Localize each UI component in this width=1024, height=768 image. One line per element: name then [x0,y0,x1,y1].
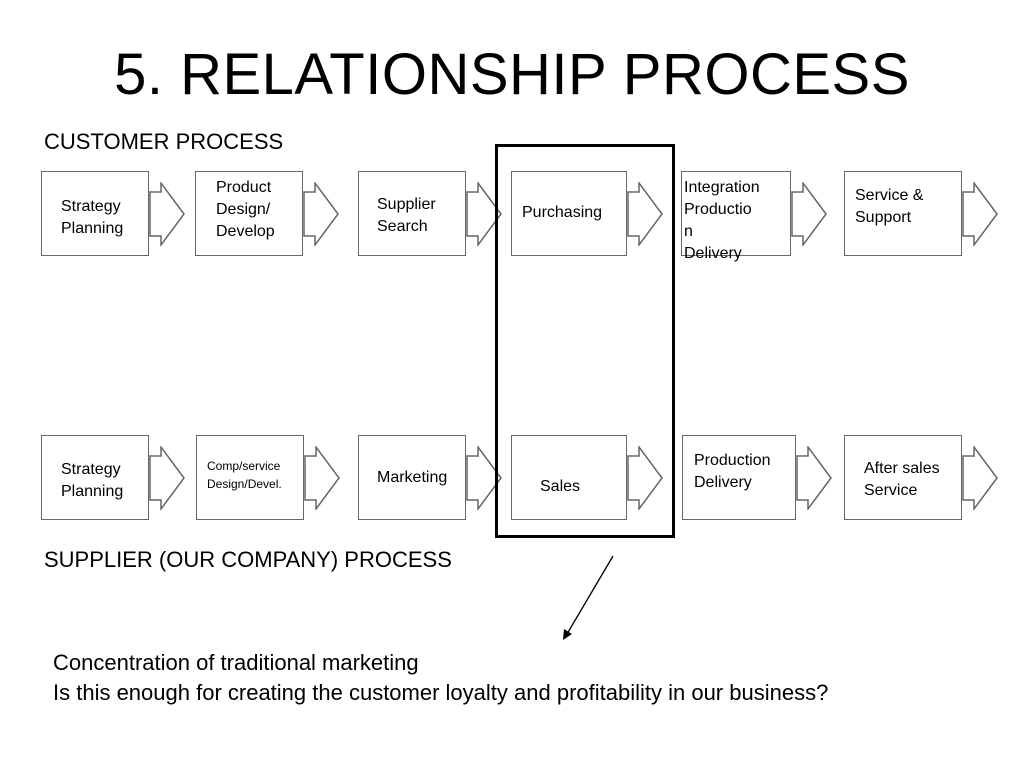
chevron-arrow-icon [149,182,185,246]
chevron-arrow-icon [149,446,185,510]
step-label: Comp/service Design/Devel. [207,459,282,491]
chevron-arrow-icon [791,182,827,246]
chevron-arrow-icon [627,446,663,510]
note-line-2: Is this enough for creating the customer… [53,680,829,705]
chevron-arrow-icon [962,446,998,510]
step-label: Integration Productio n Delivery [684,179,760,262]
step-label: Marketing [377,469,448,486]
step-box [41,435,149,520]
customer-process-label: CUSTOMER PROCESS [44,129,284,154]
step-label: Purchasing [522,204,603,221]
supplier-process-label: SUPPLIER (OUR COMPANY) PROCESS [44,547,452,572]
step-label: After sales Service [864,460,940,499]
chevron-arrow-icon [627,182,663,246]
page-title: 5. RELATIONSHIP PROCESS [114,42,910,107]
chevron-arrow-icon [796,446,832,510]
step-label: Product Design/ Develop [216,179,275,240]
chevron-arrow-icon [303,182,339,246]
step-box [41,171,149,256]
chevron-arrow-icon [466,182,502,246]
step-box [682,435,796,520]
step-label: Production Delivery [694,452,771,491]
step-label: Service & Support [855,187,924,226]
step-box [511,171,627,256]
note-line-1: Concentration of traditional marketing [53,650,419,675]
step-label: Supplier Search [377,196,436,235]
step-box [358,435,466,520]
chevron-arrow-icon [304,446,340,510]
step-box [844,435,962,520]
step-box [195,171,303,256]
step-box [196,435,304,520]
step-box [681,171,791,256]
chevron-arrow-icon [962,182,998,246]
step-label: Strategy Planning [61,461,124,500]
chevron-arrow-icon [466,446,502,510]
step-label: Sales [540,478,581,495]
step-box [358,171,466,256]
step-label: Strategy Planning [61,198,124,237]
step-box [511,435,627,520]
step-box [844,171,962,256]
focus-highlight-frame [495,144,675,538]
